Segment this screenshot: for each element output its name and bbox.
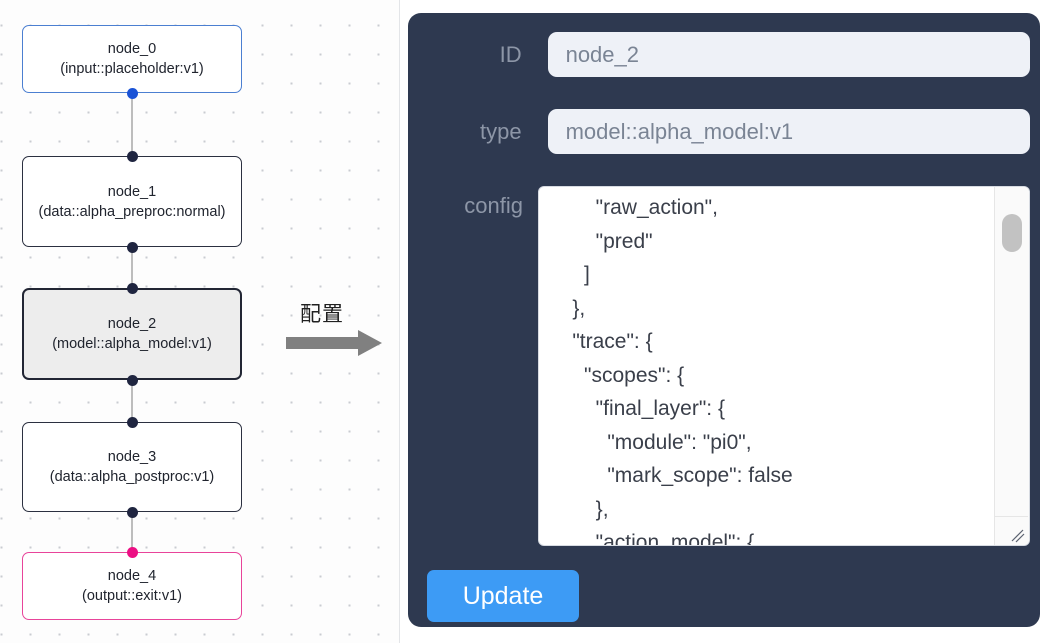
edge-node1-node2 bbox=[131, 247, 133, 288]
node-handle-target-node_2[interactable] bbox=[126, 282, 138, 294]
flow-node-node_4[interactable]: node_4 (output::exit:v1) bbox=[22, 552, 242, 620]
flow-node-node_0[interactable]: node_0 (input::placeholder:v1) bbox=[22, 25, 242, 93]
edge-node0-node1 bbox=[131, 93, 133, 156]
node-subtitle: (data::alpha_preproc:normal) bbox=[38, 203, 226, 220]
flow-node-node_2[interactable]: node_2 (model::alpha_model:v1) bbox=[22, 288, 242, 380]
node-title: node_2 bbox=[107, 316, 157, 332]
label-type: type bbox=[479, 118, 522, 144]
node-handle-target-node_4[interactable] bbox=[126, 546, 138, 558]
node-config-panel: ID node_2 type model::alpha_model:v1 con… bbox=[408, 13, 1040, 627]
update-button[interactable]: Update bbox=[427, 570, 579, 622]
node-handle-source-node_3[interactable] bbox=[126, 506, 138, 518]
input-id[interactable]: node_2 bbox=[547, 32, 1030, 77]
node-title: node_1 bbox=[107, 183, 157, 200]
edge-node2-node3 bbox=[131, 380, 133, 422]
resize-handle-icon[interactable] bbox=[995, 516, 1028, 545]
label-config: config bbox=[464, 193, 523, 218]
canvas-divider bbox=[399, 0, 400, 643]
config-textarea[interactable]: "raw_action", "pred" ] }, "trace": { "sc… bbox=[572, 196, 793, 545]
arrow-right-icon bbox=[286, 330, 386, 361]
node-handle-source-node_2[interactable] bbox=[126, 374, 138, 386]
edge-node3-node4 bbox=[131, 512, 133, 552]
flow-canvas[interactable]: node_0 (input::placeholder:v1) node_1 (d… bbox=[0, 0, 400, 643]
input-type[interactable]: model::alpha_model:v1 bbox=[547, 109, 1030, 154]
node-handle-target-node_1[interactable] bbox=[126, 150, 138, 162]
flow-node-node_3[interactable]: node_3 (data::alpha_postproc:v1) bbox=[22, 422, 242, 512]
node-handle-source-node_1[interactable] bbox=[126, 241, 138, 253]
node-handle-target-node_3[interactable] bbox=[126, 416, 138, 428]
node-handle-source-node_0[interactable] bbox=[126, 87, 138, 99]
node-title: node_4 bbox=[107, 568, 157, 584]
node-title: node_0 bbox=[107, 41, 157, 57]
config-scrollbar[interactable] bbox=[994, 187, 1029, 545]
annotation-arrow-group: 配置 bbox=[286, 298, 396, 358]
node-subtitle: (input::placeholder:v1) bbox=[60, 61, 204, 77]
node-subtitle: (data::alpha_postproc:v1) bbox=[49, 469, 215, 485]
field-row-type: type model::alpha_model:v1 bbox=[425, 109, 1030, 154]
node-title: node_3 bbox=[107, 449, 157, 465]
label-id: ID bbox=[499, 41, 522, 67]
node-subtitle: (model::alpha_model:v1) bbox=[52, 336, 212, 352]
field-row-id: ID node_2 bbox=[425, 32, 1030, 77]
annotation-caption: 配置 bbox=[300, 302, 344, 326]
config-scrollbar-thumb[interactable] bbox=[1002, 214, 1022, 252]
node-subtitle: (output::exit:v1) bbox=[82, 588, 182, 604]
config-textarea-wrapper: "raw_action", "pred" ] }, "trace": { "sc… bbox=[539, 187, 1029, 545]
flow-node-node_1[interactable]: node_1 (data::alpha_preproc:normal) bbox=[22, 156, 242, 247]
